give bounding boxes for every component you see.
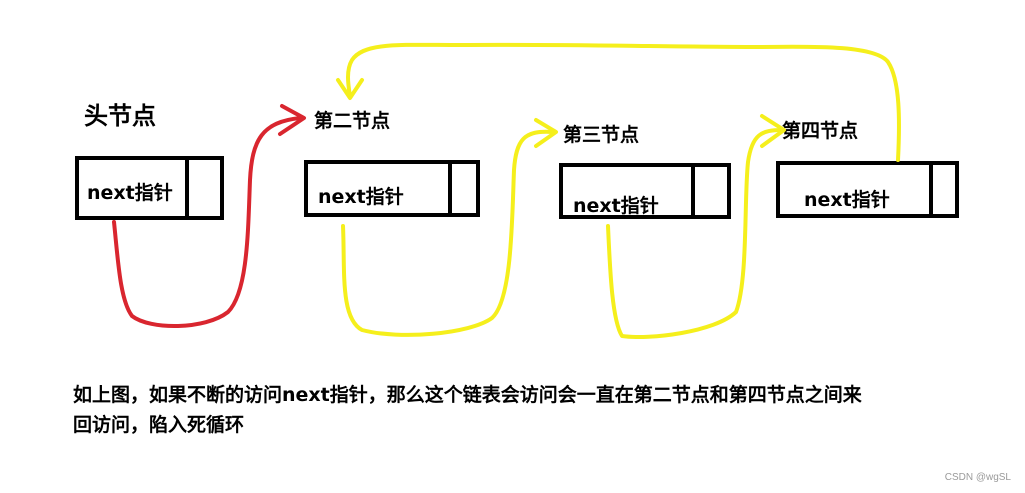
fourth-to-second-loop-arrowhead — [336, 78, 364, 100]
watermark: CSDN @wgSL — [944, 472, 1011, 483]
fourth-to-second-loop-arrow — [346, 42, 901, 162]
second-node-title: 第二节点 — [314, 110, 391, 132]
second-node-next-field: next指针 — [318, 186, 404, 208]
head-to-second-arrowhead — [278, 104, 306, 136]
head-node-next-field: next指针 — [87, 182, 173, 204]
head-to-second-arrow — [112, 116, 302, 329]
caption-text: 如上图，如果不断的访问next指针，那么这个链表会访问会一直在第二节点和第四节点… — [73, 380, 953, 440]
third-node-title: 第三节点 — [563, 124, 640, 146]
second-node-divider — [448, 164, 452, 213]
head-node-box: next指针 — [75, 156, 224, 220]
third-node-box: next指针 — [559, 163, 731, 219]
third-node-divider — [691, 167, 695, 215]
caption-line-2: 回访问，陷入死循环 — [73, 414, 245, 436]
fourth-node-box: next指针 — [776, 161, 959, 218]
second-node-box: next指针 — [304, 160, 480, 217]
third-to-fourth-arrow — [606, 128, 784, 339]
second-to-third-arrowhead — [534, 118, 558, 148]
fourth-node-next-field: next指针 — [804, 189, 890, 211]
third-to-fourth-arrowhead — [760, 114, 786, 148]
caption-line-1: 如上图，如果不断的访问next指针，那么这个链表会访问会一直在第二节点和第四节点… — [73, 384, 862, 406]
fourth-node-divider — [929, 165, 933, 214]
head-node-title: 头节点 — [84, 102, 156, 130]
third-node-next-field: next指针 — [573, 195, 659, 217]
fourth-node-title: 第四节点 — [782, 120, 859, 142]
head-node-divider — [185, 160, 189, 216]
second-to-third-arrow — [341, 129, 554, 337]
